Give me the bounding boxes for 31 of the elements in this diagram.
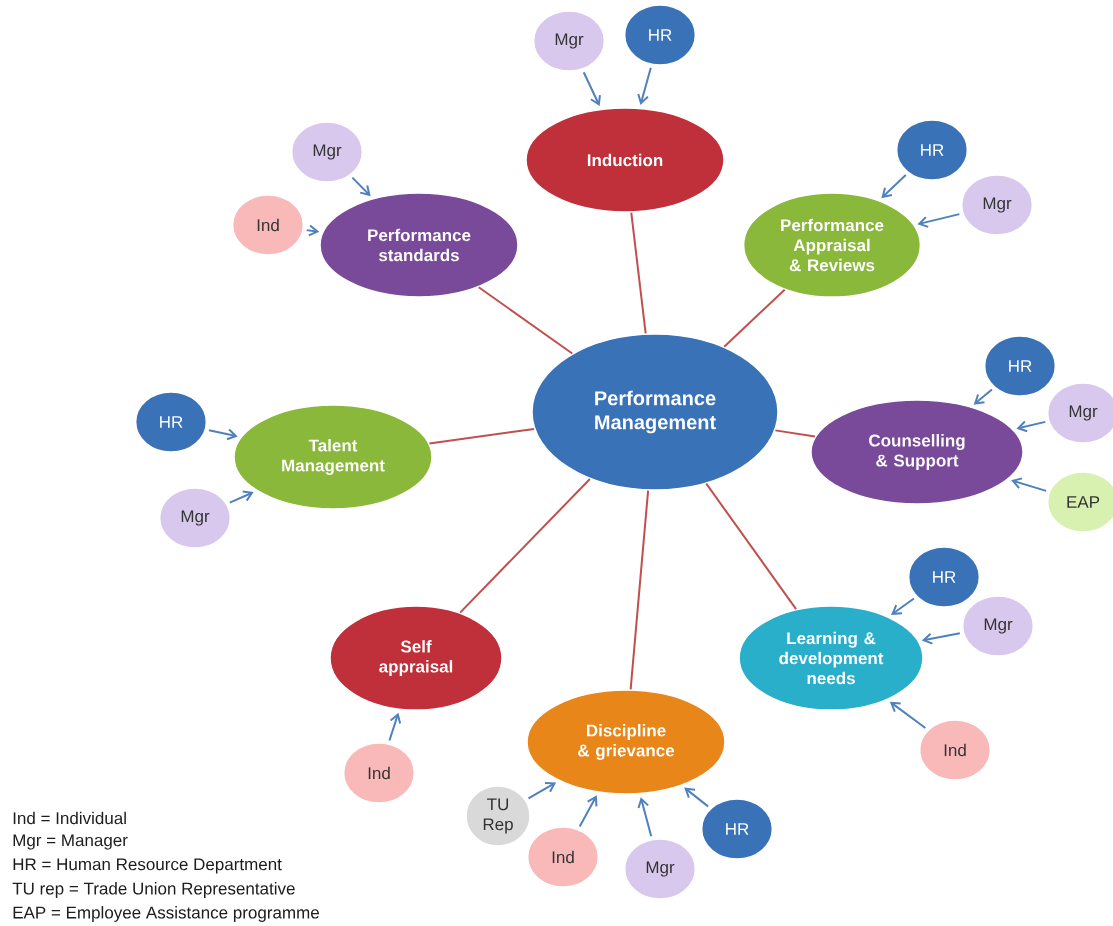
arrow — [578, 795, 598, 828]
connector-line — [630, 211, 647, 335]
arrow — [1016, 420, 1047, 433]
abbreviation-key: Ind = Individual — [13, 811, 126, 825]
abbreviation-key: Mgr = Manager — [13, 834, 128, 850]
abbreviation-key: TU rep = Trade Union Representative — [12, 882, 295, 898]
arrow — [917, 213, 961, 228]
arrow — [637, 797, 653, 838]
arrow — [684, 787, 710, 808]
arrow — [388, 712, 402, 742]
arrow — [527, 782, 557, 800]
connector-line — [723, 288, 786, 348]
arrow — [891, 597, 915, 615]
abbreviation-key: EAP = Employee Assistance programme — [13, 906, 319, 922]
arrow — [889, 701, 927, 729]
arrow — [637, 66, 652, 105]
connector-line — [705, 482, 798, 611]
connector-line — [774, 429, 816, 438]
arrow — [582, 71, 601, 107]
arrow — [921, 632, 961, 645]
connector-line — [459, 478, 591, 614]
arrow — [973, 388, 993, 405]
arrow — [228, 490, 254, 504]
connector-line — [629, 489, 650, 691]
connector-line — [428, 427, 536, 445]
abbreviation-key: HR = Human Resource Department — [13, 858, 282, 874]
arrow — [351, 176, 371, 197]
arrow — [881, 173, 907, 199]
connector-line — [477, 286, 574, 355]
arrow — [1011, 477, 1048, 492]
arrow — [207, 428, 238, 441]
